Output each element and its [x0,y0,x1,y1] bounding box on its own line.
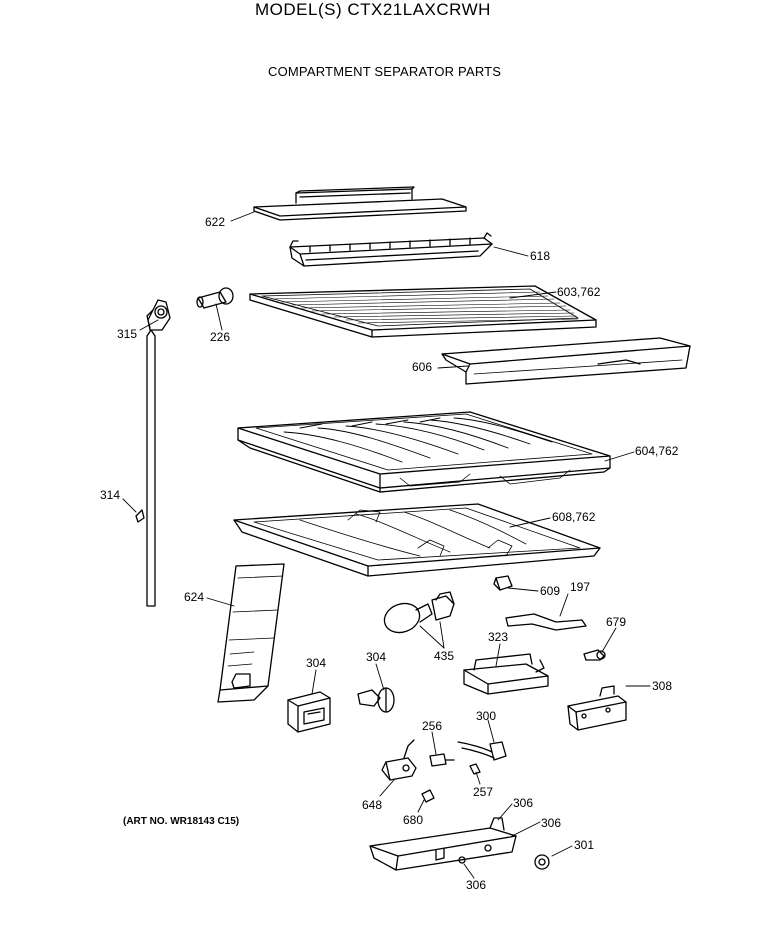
callout-604: 604,762 [635,444,679,458]
part-306-bracket [369,817,517,871]
part-256-switch [429,753,455,767]
callout-315: 315 [117,327,138,341]
callout-304-left: 304 [306,656,327,670]
callout-609: 609 [540,584,561,598]
callout-603: 603,762 [557,285,601,299]
part-301-nut [534,854,550,870]
part-300-connector [457,741,507,761]
callout-679: 679 [606,615,627,629]
part-624-baffle [217,563,285,703]
callout-622: 622 [205,215,226,229]
callout-308: 308 [652,679,673,693]
part-314-315-rod [135,299,171,607]
part-308-plate [567,685,627,731]
part-606-trim [441,337,691,385]
part-604-divider [237,411,611,493]
part-226-pin [196,287,234,309]
part-618-bracket [289,232,493,267]
art-number: (ART NO. WR18143 C15) [123,816,240,827]
part-257-screw [469,763,481,775]
part-197-strip [505,613,587,631]
callout-314: 314 [100,488,121,502]
callout-197: 197 [570,580,591,594]
callout-618: 618 [530,249,551,263]
part-323-bracket [463,653,549,695]
callout-435: 435 [434,649,455,663]
callout-257: 257 [473,785,494,799]
callout-256: 256 [422,719,443,733]
callout-606: 606 [412,360,433,374]
callout-226: 226 [210,330,231,344]
callout-306-top: 306 [513,796,534,810]
leader-lines [122,211,651,879]
callout-624: 624 [184,590,205,604]
callout-608: 608,762 [552,510,596,524]
model-heading: MODEL(S) CTX21LAXCRWH [255,0,491,19]
callout-300: 300 [476,709,497,723]
part-679-screw [583,649,606,661]
part-622-cover [253,186,467,221]
callout-306-right: 306 [541,816,562,830]
part-609-clip [493,575,513,591]
part-435-lamp [383,591,455,634]
callout-306-bottom: 306 [466,878,487,892]
part-304-knob [357,687,395,713]
callout-304-right: 304 [366,650,387,664]
callout-323: 323 [488,630,509,644]
callout-648: 648 [362,798,383,812]
part-603-grid-shelf [249,285,597,338]
part-304-housing [287,691,331,733]
callout-301: 301 [574,838,595,852]
part-680-screw [421,789,435,803]
part-648-thermostat [381,739,417,781]
diagram-title: COMPARTMENT SEPARATOR PARTS [268,64,502,79]
part-608-pan [233,503,601,577]
callout-680: 680 [403,813,424,827]
